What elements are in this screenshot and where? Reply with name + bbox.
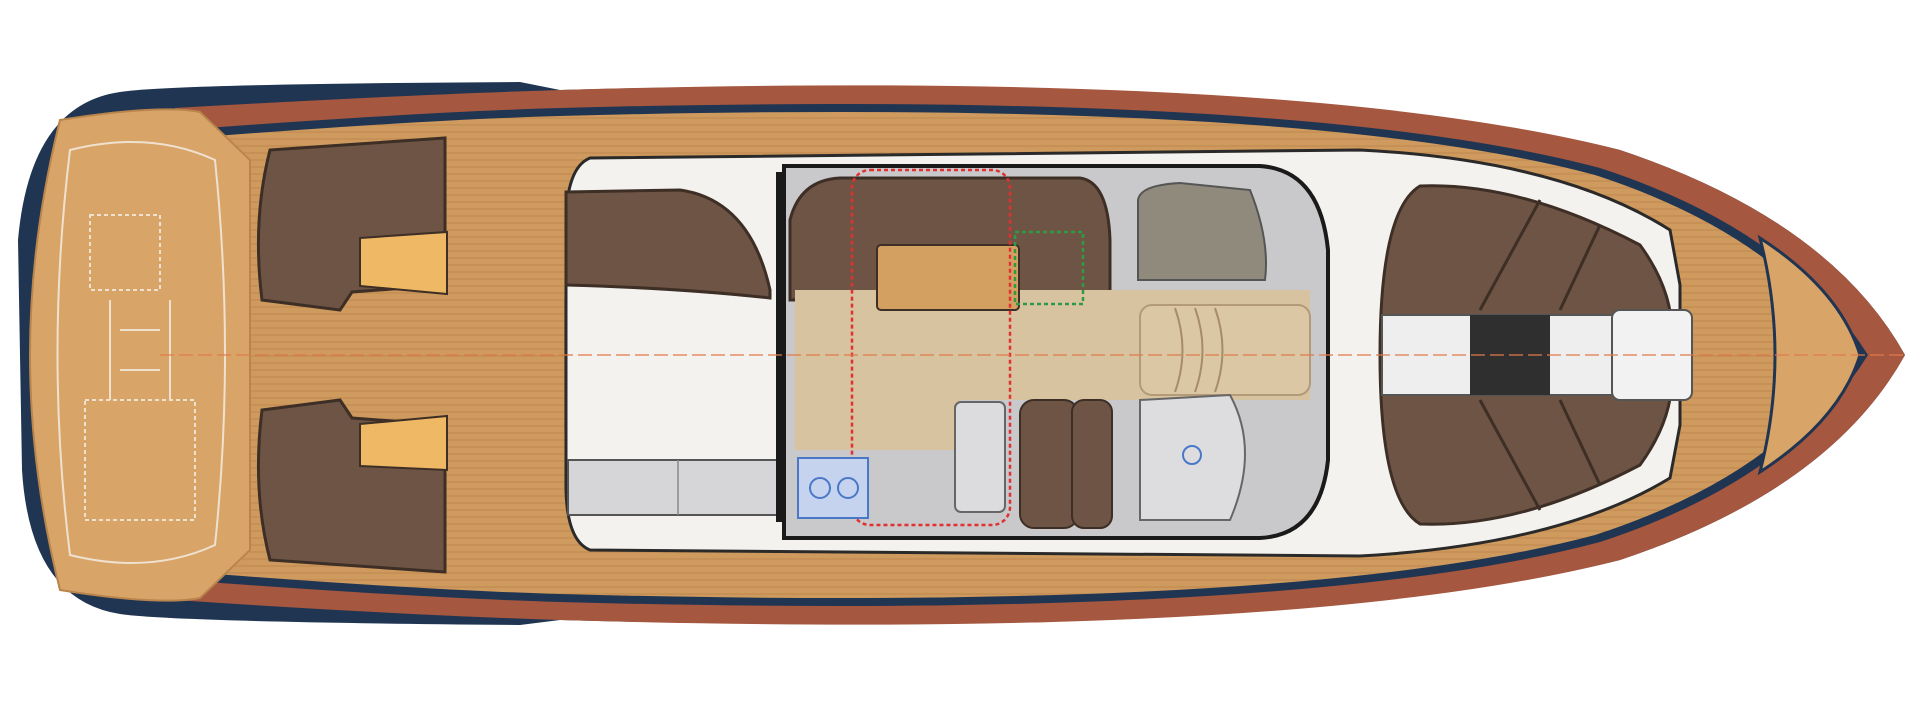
head-module bbox=[1137, 181, 1267, 281]
aft-pad-port bbox=[359, 230, 448, 296]
stove-burner bbox=[809, 477, 831, 499]
swim-platform bbox=[28, 108, 251, 602]
stairs bbox=[1174, 307, 1224, 393]
sunpad-seams bbox=[1478, 199, 1602, 511]
helm-seat bbox=[1071, 399, 1113, 529]
washroom-outline bbox=[850, 168, 1012, 527]
helm-seat bbox=[1019, 399, 1079, 529]
berth bbox=[1139, 304, 1311, 396]
bow-deck bbox=[1757, 234, 1862, 476]
dinette-seat bbox=[788, 176, 1112, 302]
tender-outline bbox=[56, 141, 226, 564]
stove-burner bbox=[837, 477, 859, 499]
lounge-sofa bbox=[564, 188, 772, 300]
aft-counter bbox=[567, 459, 779, 516]
galley-sink bbox=[954, 401, 1006, 513]
aft-pad-starboard bbox=[359, 414, 448, 472]
drain-icon bbox=[1182, 445, 1202, 465]
shower bbox=[1139, 393, 1246, 521]
dinette-table bbox=[876, 244, 1020, 311]
bulkhead bbox=[776, 172, 785, 522]
